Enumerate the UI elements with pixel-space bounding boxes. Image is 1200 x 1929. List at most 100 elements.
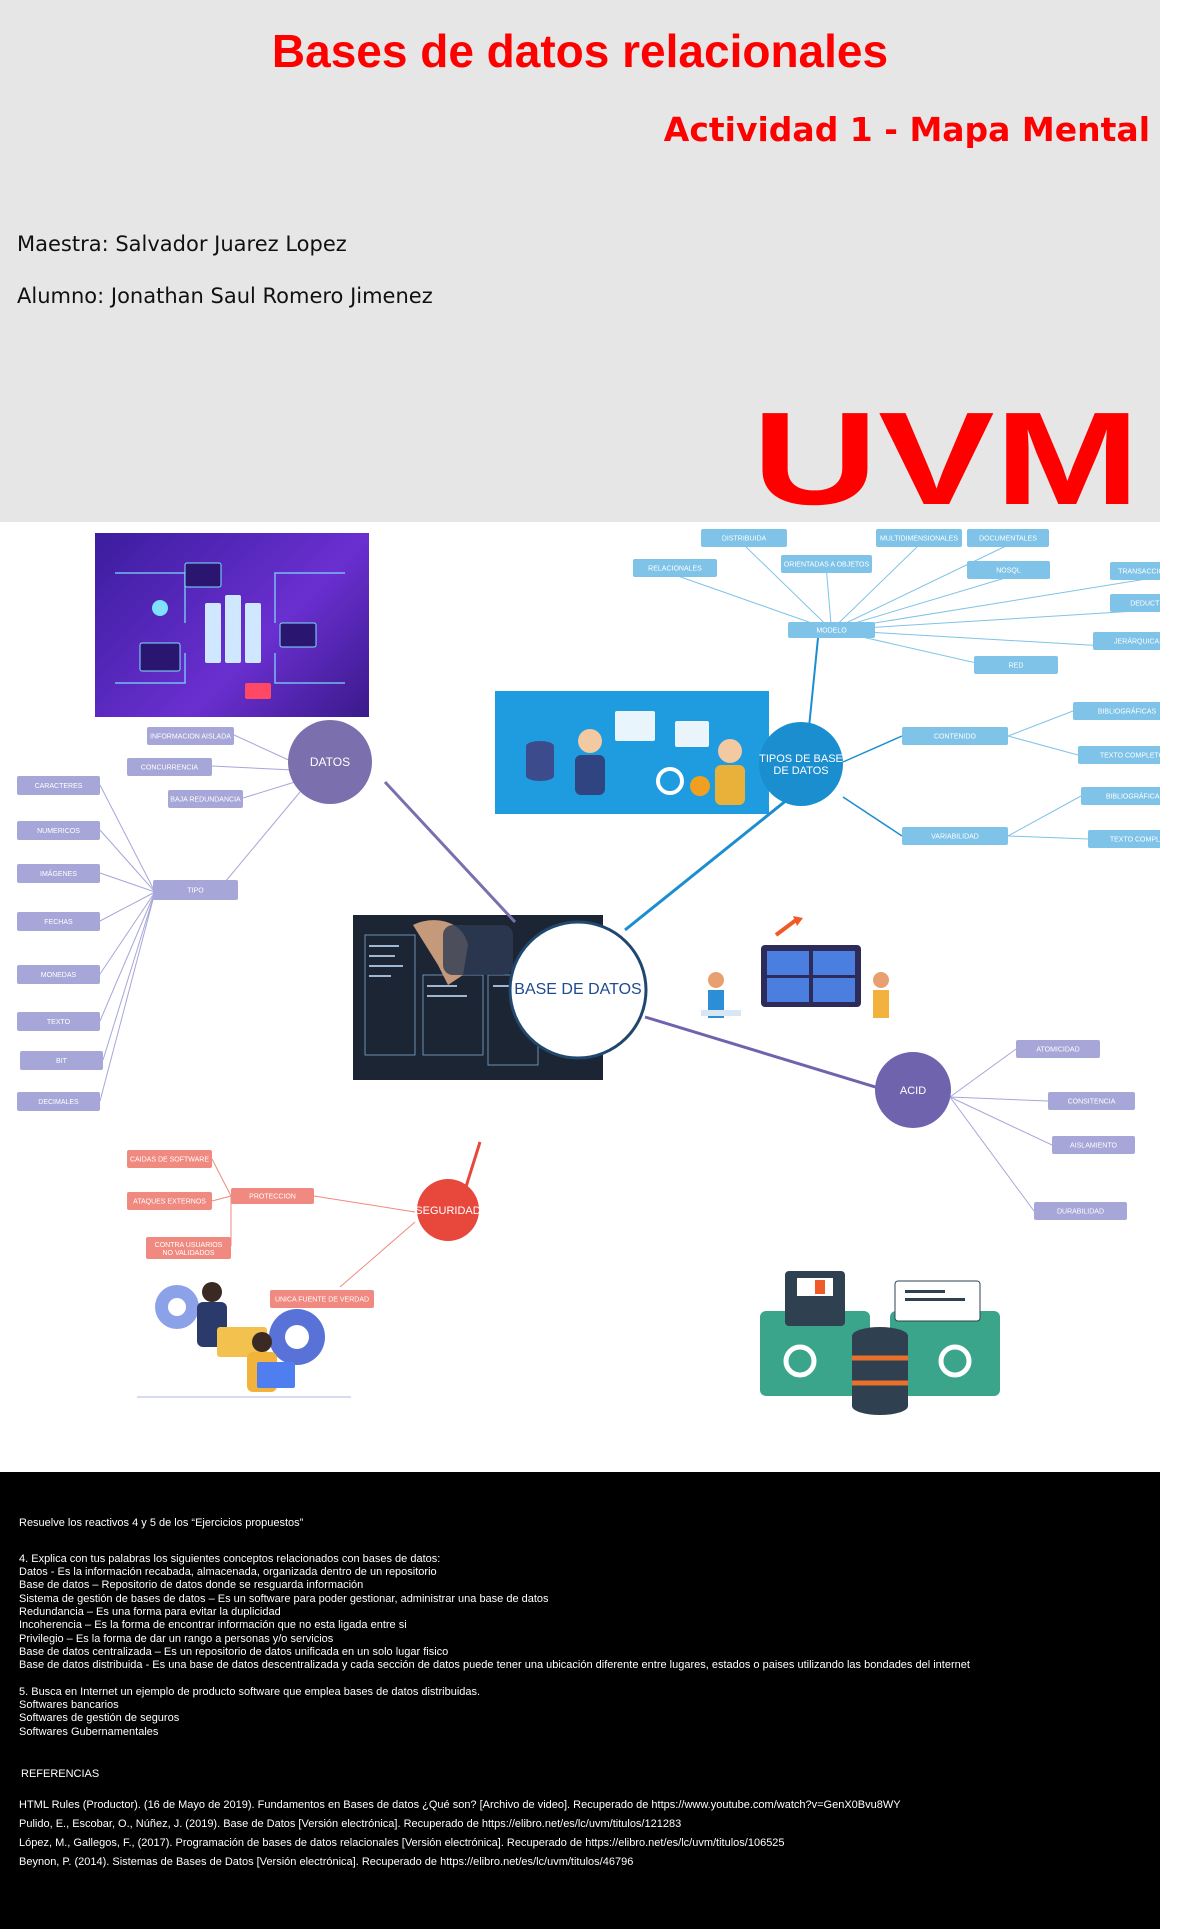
seguridad-node-circle xyxy=(417,1179,479,1241)
tipo-item-label: TEXTO xyxy=(47,1019,71,1026)
acid-item: AISLAMIENTO xyxy=(1052,1136,1135,1154)
tipo-item: IMÁGENES xyxy=(17,864,100,883)
exercise-line: Base de datos – Repositorio de datos don… xyxy=(19,1579,364,1591)
acid-item-box xyxy=(1048,1092,1135,1110)
tipo-item: FECHAS xyxy=(17,912,100,931)
exercise-line: Base de datos distribuida - Es una base … xyxy=(19,1659,970,1671)
datos-item-label: INFORMACION AISLADA xyxy=(150,734,231,741)
seguridad-proteccion-connector xyxy=(313,1195,416,1213)
modelo-item-label: ORIENTADAS A OBJETOS xyxy=(784,562,870,569)
modelo-item-box xyxy=(967,561,1050,579)
modelo-item: DOCUMENTALES xyxy=(967,529,1049,547)
exercise-line: Resuelve los reactivos 4 y 5 de los “Eje… xyxy=(19,1517,304,1529)
contenido-node: CONTENIDO xyxy=(902,727,1008,745)
acid-item-connector xyxy=(949,1096,1053,1146)
datos-tipo-connector xyxy=(224,791,301,883)
acid-item-connector xyxy=(949,1048,1017,1098)
acid-node: ACID xyxy=(875,1052,951,1128)
tipo-node-label: TIPO xyxy=(187,888,204,895)
acid-item-box xyxy=(1034,1202,1127,1220)
datos-node-label: DATOS xyxy=(310,755,350,769)
exercise-line: Incoherencia – Es la forma de encontrar … xyxy=(19,1619,407,1631)
tipos-node-circle xyxy=(759,722,843,806)
datos-branch-line xyxy=(383,780,517,924)
datos-node-circle xyxy=(288,720,372,804)
datos-item-label: CONCURRENCIA xyxy=(141,765,199,772)
contenido-item: TEXTO COMPLETO xyxy=(1078,746,1160,764)
contenido-item-label: BIBLIOGRÁFICAS xyxy=(1098,707,1157,716)
unica-fuente-node-box xyxy=(270,1290,374,1308)
datos-item-connector xyxy=(242,781,296,799)
seguridad-node-label: SEGURIDAD xyxy=(415,1205,480,1217)
modelo-item: RED xyxy=(974,656,1058,674)
proteccion-item-box xyxy=(127,1192,212,1210)
modelo-node-label: MODELO xyxy=(816,628,847,635)
exercise-line: Softwares de gestión de seguros xyxy=(19,1712,180,1724)
modelo-item-box xyxy=(1110,562,1160,580)
teacher-name: Maestra: Salvador Juarez Lopez xyxy=(17,232,347,256)
variabilidad-item-box xyxy=(1088,830,1160,848)
modelo-item-label: DISTRIBUIDA xyxy=(722,536,767,543)
variabilidad-node: VARIABILIDAD xyxy=(902,827,1008,845)
proteccion-item-connector xyxy=(211,1195,232,1202)
contenido-node-box xyxy=(902,727,1008,745)
modelo-item-connector xyxy=(674,574,832,631)
datos-node: DATOS xyxy=(288,720,372,804)
contenido-item-connector xyxy=(1007,710,1074,737)
modelo-item-box xyxy=(1093,632,1160,650)
tipo-item-box xyxy=(17,912,100,931)
acid-item-label: AISLAMIENTO xyxy=(1070,1143,1117,1150)
contenido-item-box xyxy=(1078,746,1160,764)
modelo-item-label: RELACIONALES xyxy=(648,566,702,573)
references-title: REFERENCIAS xyxy=(21,1768,100,1780)
modelo-item-label: NOSQL xyxy=(996,568,1021,575)
proteccion-node-box xyxy=(231,1188,314,1204)
network-servers-illustration xyxy=(95,533,369,717)
modelo-item-box xyxy=(967,529,1049,547)
modelo-item-box xyxy=(876,529,962,547)
modelo-item-connector xyxy=(743,544,832,631)
acid-item-label: DURABILIDAD xyxy=(1057,1209,1104,1216)
acid-item-connector xyxy=(949,1096,1035,1212)
tipo-item-label: IMÁGENES xyxy=(40,869,77,878)
acid-branch-line xyxy=(644,1015,893,1094)
team-database-illustration xyxy=(495,691,769,814)
datos-item-connector xyxy=(233,734,294,763)
modelo-item-connector xyxy=(831,544,920,631)
modelo-item-box xyxy=(974,656,1058,674)
modelo-item: DEDUCTIVAS xyxy=(1110,594,1160,612)
exercise-line: 4. Explica con tus palabras los siguient… xyxy=(19,1553,441,1565)
tipo-item-box xyxy=(17,1012,100,1031)
tipo-item-connector xyxy=(99,872,156,893)
acid-item-label: ATOMICIDAD xyxy=(1036,1047,1079,1054)
contenido-node-label: CONTENIDO xyxy=(934,734,977,741)
acid-node-label: ACID xyxy=(900,1085,926,1097)
tipo-item-box xyxy=(20,1051,103,1070)
reference-item: Beynon, P. (2014). Sistemas de Bases de … xyxy=(19,1856,634,1868)
modelo-item-label: JERÁRQUICAS xyxy=(1114,637,1160,646)
modelo-item-label: DOCUMENTALES xyxy=(979,536,1037,543)
tipo-item-label: DECIMALES xyxy=(38,1099,79,1106)
modelo-item-box xyxy=(781,555,872,573)
database-folders-illustration xyxy=(745,1266,1015,1423)
variabilidad-item-label: TEXTO COMPLETO xyxy=(1110,837,1160,844)
proteccion-item-label: ATAQUES EXTERNOS xyxy=(133,1199,206,1206)
variabilidad-node-box xyxy=(902,827,1008,845)
proteccion-node: PROTECCION xyxy=(231,1188,314,1204)
acid-item: DURABILIDAD xyxy=(1034,1202,1127,1220)
tipo-item-label: MONEDAS xyxy=(41,972,77,979)
page-subtitle: Actividad 1 - Mapa Mental xyxy=(663,110,1150,149)
modelo-item-connector xyxy=(831,629,1140,649)
modelo-item-box xyxy=(1110,594,1160,612)
modelo-node: MODELO xyxy=(788,622,875,638)
acid-item-label: CONSITENCIA xyxy=(1068,1099,1116,1106)
modelo-item-label: DEDUCTIVAS xyxy=(1130,601,1160,608)
tipo-node-box xyxy=(153,880,238,900)
datos-item: INFORMACION AISLADA xyxy=(147,727,234,745)
variabilidad-item-label: BIBLIOGRÁFICAS xyxy=(1106,792,1160,801)
modelo-item: RELACIONALES xyxy=(633,559,717,577)
modelo-item-box xyxy=(633,559,717,577)
